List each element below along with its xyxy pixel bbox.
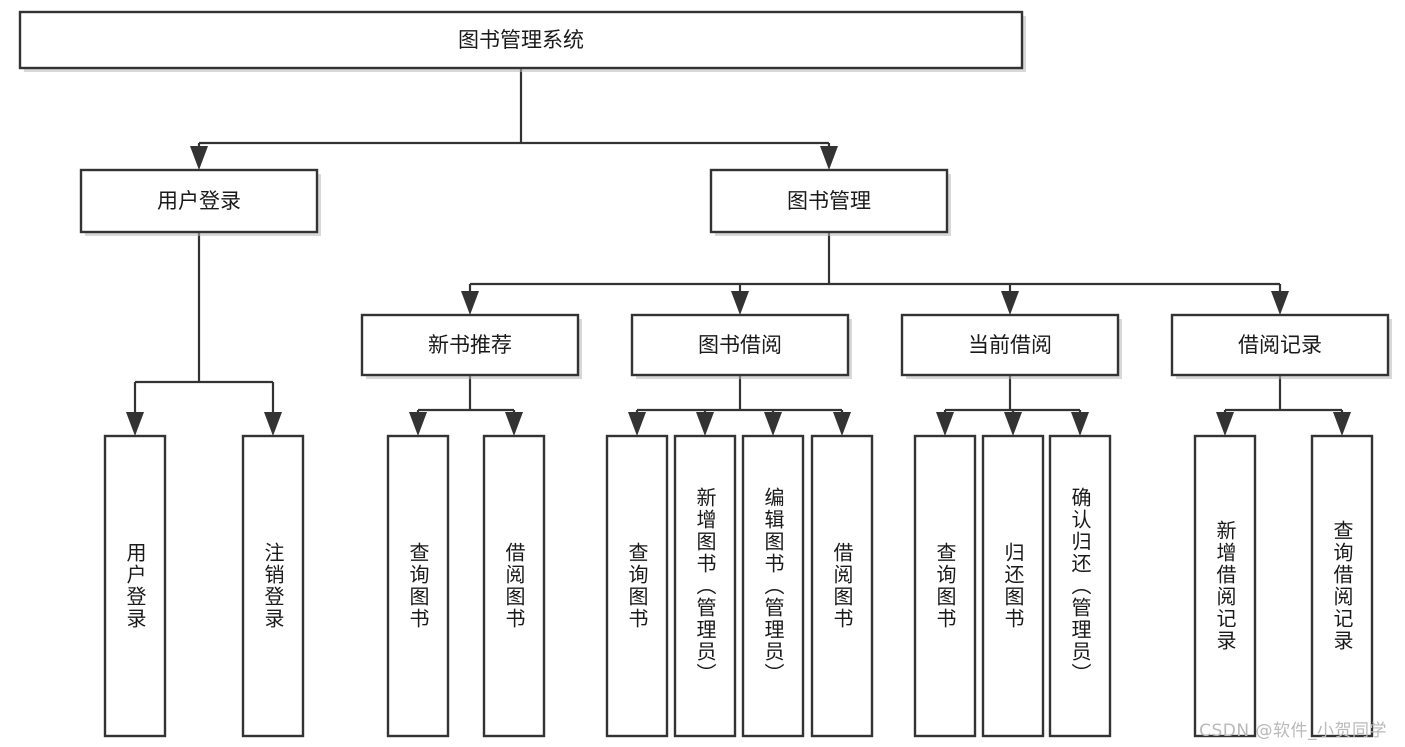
node-box-leaf-return-book[interactable] (981, 434, 1045, 738)
edge-root-arrow-1 (820, 146, 838, 170)
node-box-leaf-add-record[interactable] (1193, 434, 1257, 738)
node-box-new-book-recommend[interactable] (360, 313, 580, 377)
edge-book-borrow-arrow-3 (833, 412, 851, 436)
edge-new-book-recommend-arrow-1 (505, 412, 523, 436)
edge-book-borrow-arrow-2 (764, 412, 782, 436)
edge-book-management-arrow-3 (1271, 291, 1289, 315)
node-box-leaf-confirm-return[interactable] (1048, 434, 1112, 738)
node-label-new-book-recommend: 新书推荐 (428, 333, 512, 357)
edge-book-borrow-arrow-1 (696, 412, 714, 436)
node-box-leaf-borrow-book-2[interactable] (810, 434, 874, 738)
node-box-leaf-query-book-3[interactable] (913, 434, 977, 738)
csdn-watermark: CSDN @软件_小贺同学 (1199, 721, 1387, 741)
node-box-root-system[interactable] (18, 10, 1024, 70)
edge-root-arrow-0 (190, 146, 208, 170)
edge-new-book-recommend-arrow-0 (409, 412, 427, 436)
node-label-book-management: 图书管理 (787, 189, 871, 213)
edge-current-borrow-arrow-1 (1004, 412, 1022, 436)
node-box-leaf-query-book-1[interactable] (386, 434, 450, 738)
connector-layer (126, 68, 1351, 436)
edge-book-management-arrow-1 (731, 291, 749, 315)
node-box-leaf-query-record[interactable] (1310, 434, 1374, 738)
node-box-current-borrow[interactable] (900, 313, 1120, 377)
node-box-leaf-user-logout[interactable] (241, 434, 305, 738)
edge-user-login-arrow-1 (264, 412, 282, 436)
node-box-leaf-edit-book[interactable] (741, 434, 805, 738)
node-box-leaf-user-login[interactable] (103, 434, 167, 738)
node-box-book-borrow[interactable] (630, 313, 850, 377)
node-box-leaf-add-book[interactable] (673, 434, 737, 738)
edge-book-management-arrow-0 (461, 291, 479, 315)
node-box-borrow-record[interactable] (1170, 313, 1390, 377)
edge-book-borrow-arrow-0 (628, 412, 646, 436)
edge-current-borrow-arrow-2 (1071, 412, 1089, 436)
edge-user-login-arrow-0 (126, 412, 144, 436)
node-label-user-login: 用户登录 (157, 189, 241, 213)
node-label-current-borrow: 当前借阅 (968, 333, 1052, 357)
node-label-root-system: 图书管理系统 (458, 28, 584, 52)
node-label-book-borrow: 图书借阅 (698, 333, 782, 357)
node-box-user-login[interactable] (79, 168, 319, 234)
node-box-book-management[interactable] (709, 168, 949, 234)
edge-borrow-record-arrow-0 (1216, 412, 1234, 436)
node-label-borrow-record: 借阅记录 (1238, 333, 1322, 357)
edge-borrow-record-arrow-1 (1333, 412, 1351, 436)
node-box-leaf-query-book-2[interactable] (605, 434, 669, 738)
box-layer (18, 10, 1392, 738)
edge-book-management-arrow-2 (1001, 291, 1019, 315)
edge-current-borrow-arrow-0 (936, 412, 954, 436)
node-box-leaf-borrow-book-1[interactable] (482, 434, 546, 738)
